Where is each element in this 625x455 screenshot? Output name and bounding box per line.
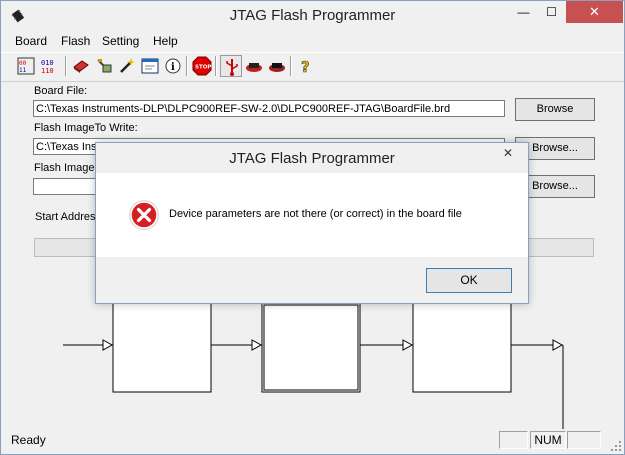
browse-read-button[interactable]: Browse... (515, 175, 595, 198)
window-icon[interactable] (139, 55, 161, 77)
image-read-label: Flash Image T (34, 162, 105, 174)
diagram-block-1 (112, 302, 212, 393)
diagram-block-2 (261, 302, 361, 393)
toolbar-separator (186, 56, 188, 76)
svg-text:11: 11 (19, 67, 27, 74)
wand-icon[interactable] (116, 55, 138, 77)
dialog-footer: OK (96, 257, 528, 303)
board-file-input[interactable]: C:\Texas Instruments-DLP\DLPC900REF-SW-2… (33, 100, 505, 117)
info-icon[interactable]: i (162, 55, 184, 77)
status-bar: Ready NUM (1, 429, 624, 454)
maximize-button[interactable]: ☐ (546, 5, 557, 19)
device-black-icon[interactable] (266, 55, 288, 77)
help-icon[interactable]: ? (295, 55, 317, 77)
start-address-label: Start Address (35, 211, 102, 223)
window-title: JTAG Flash Programmer (229, 7, 396, 24)
chip-app-icon (11, 9, 25, 23)
svg-text:00: 00 (19, 60, 27, 67)
dialog-title: JTAG Flash Programmer (229, 150, 395, 167)
flow-diagram (63, 302, 564, 431)
status-panel-empty (499, 431, 528, 449)
image-write-label: Flash ImageTo Write: (34, 122, 138, 134)
dialog-message: Device parameters are not there (or corr… (169, 208, 462, 220)
program-icon[interactable] (93, 55, 115, 77)
board-file-label: Board File: (34, 85, 88, 97)
browse-write-button[interactable]: Browse... (515, 137, 595, 160)
error-dialog: JTAG Flash Programmer ✕ Device parameter… (95, 142, 529, 304)
svg-text:010: 010 (41, 59, 54, 67)
dialog-close-button[interactable]: ✕ (502, 146, 514, 160)
usb-icon[interactable] (220, 55, 242, 77)
toolbar-separator (65, 56, 67, 76)
menu-board[interactable]: Board (15, 34, 48, 48)
erase-icon[interactable] (70, 55, 92, 77)
status-panel-empty-2 (567, 431, 601, 449)
minimize-button[interactable]: — (517, 5, 530, 19)
menu-help[interactable]: Help (153, 34, 178, 48)
svg-text:i: i (171, 62, 175, 73)
menu-flash[interactable]: Flash (61, 34, 91, 48)
menu-bar: Board Flash Setting Help (1, 32, 624, 51)
status-num-indicator: NUM (530, 431, 566, 449)
device-red-icon[interactable] (243, 55, 265, 77)
dialog-body: Device parameters are not there (or corr… (96, 173, 528, 257)
title-bar[interactable]: JTAG Flash Programmer — ☐ ✕ (1, 1, 624, 31)
error-icon (129, 200, 159, 230)
status-text: Ready (11, 433, 46, 447)
ok-button[interactable]: OK (426, 268, 512, 293)
dialog-title-bar[interactable]: JTAG Flash Programmer ✕ (96, 143, 528, 173)
svg-text:110: 110 (41, 67, 54, 75)
resize-grip-icon[interactable] (610, 440, 622, 452)
diagram-block-3 (412, 302, 512, 393)
menu-setting[interactable]: Setting (102, 34, 140, 48)
stop-icon[interactable]: STOP (191, 55, 213, 77)
toolbar-separator (290, 56, 292, 76)
diagram-block-2-inner (263, 304, 359, 391)
close-button[interactable]: ✕ (566, 1, 623, 23)
svg-text:?: ? (301, 58, 310, 76)
browse-board-button[interactable]: Browse (515, 98, 595, 121)
svg-text:STOP: STOP (195, 65, 211, 71)
toolbar-separator (215, 56, 217, 76)
